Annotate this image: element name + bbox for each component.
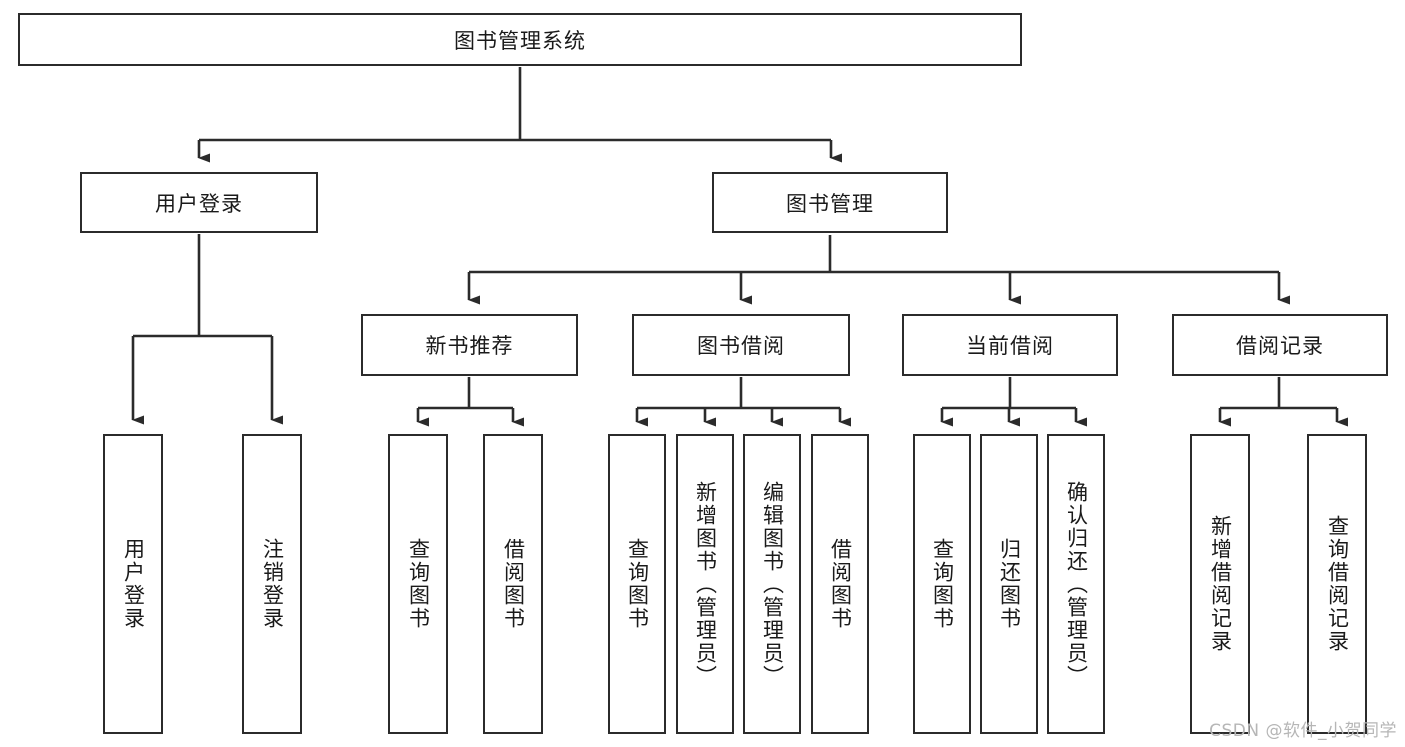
node-leaf-add-borrow-record[interactable]: 新增借阅记录 (1190, 434, 1250, 734)
node-current-borrow[interactable]: 当前借阅 (902, 314, 1118, 376)
node-label: 借阅图书 (501, 538, 526, 630)
node-borrow-records[interactable]: 借阅记录 (1172, 314, 1388, 376)
node-leaf-query-book-current[interactable]: 查询图书 (913, 434, 971, 734)
node-label: 图书借阅 (697, 334, 785, 358)
node-label: 借阅记录 (1236, 334, 1324, 358)
node-leaf-borrow-book-recommend[interactable]: 借阅图书 (483, 434, 543, 734)
node-leaf-user-login[interactable]: 用户登录 (103, 434, 163, 734)
node-leaf-add-book-admin[interactable]: 新增图书（管理员） (676, 434, 734, 734)
node-new-book-recommend[interactable]: 新书推荐 (361, 314, 578, 376)
node-label: 用户登录 (121, 538, 146, 630)
node-label: 注销登录 (260, 538, 285, 630)
node-leaf-logout[interactable]: 注销登录 (242, 434, 302, 734)
node-label: 新增借阅记录 (1208, 515, 1233, 653)
node-leaf-borrow-book[interactable]: 借阅图书 (811, 434, 869, 734)
node-leaf-query-book-borrow[interactable]: 查询图书 (608, 434, 666, 734)
node-label: 新增图书（管理员） (693, 480, 718, 688)
node-label: 查询图书 (406, 538, 431, 630)
node-book-management[interactable]: 图书管理 (712, 172, 948, 233)
node-label: 查询图书 (625, 538, 650, 630)
node-root-book-management-system[interactable]: 图书管理系统 (18, 13, 1022, 66)
node-book-borrow[interactable]: 图书借阅 (632, 314, 850, 376)
node-label: 新书推荐 (425, 334, 514, 358)
node-leaf-edit-book-admin[interactable]: 编辑图书（管理员） (743, 434, 801, 734)
node-leaf-return-book[interactable]: 归还图书 (980, 434, 1038, 734)
node-label: 编辑图书（管理员） (760, 480, 785, 688)
node-label: 当前借阅 (966, 334, 1054, 358)
node-leaf-confirm-return-admin[interactable]: 确认归还（管理员） (1047, 434, 1105, 734)
node-label: 归还图书 (997, 538, 1022, 630)
node-label: 图书管理 (786, 191, 874, 216)
node-label: 查询借阅记录 (1325, 515, 1350, 653)
node-label: 图书管理系统 (454, 28, 586, 53)
node-user-login[interactable]: 用户登录 (80, 172, 318, 233)
node-label: 确认归还（管理员） (1064, 480, 1089, 688)
node-leaf-query-book-recommend[interactable]: 查询图书 (388, 434, 448, 734)
node-label: 查询图书 (930, 538, 955, 630)
node-label: 借阅图书 (828, 538, 853, 630)
node-label: 用户登录 (155, 191, 243, 216)
node-leaf-query-borrow-record[interactable]: 查询借阅记录 (1307, 434, 1367, 734)
